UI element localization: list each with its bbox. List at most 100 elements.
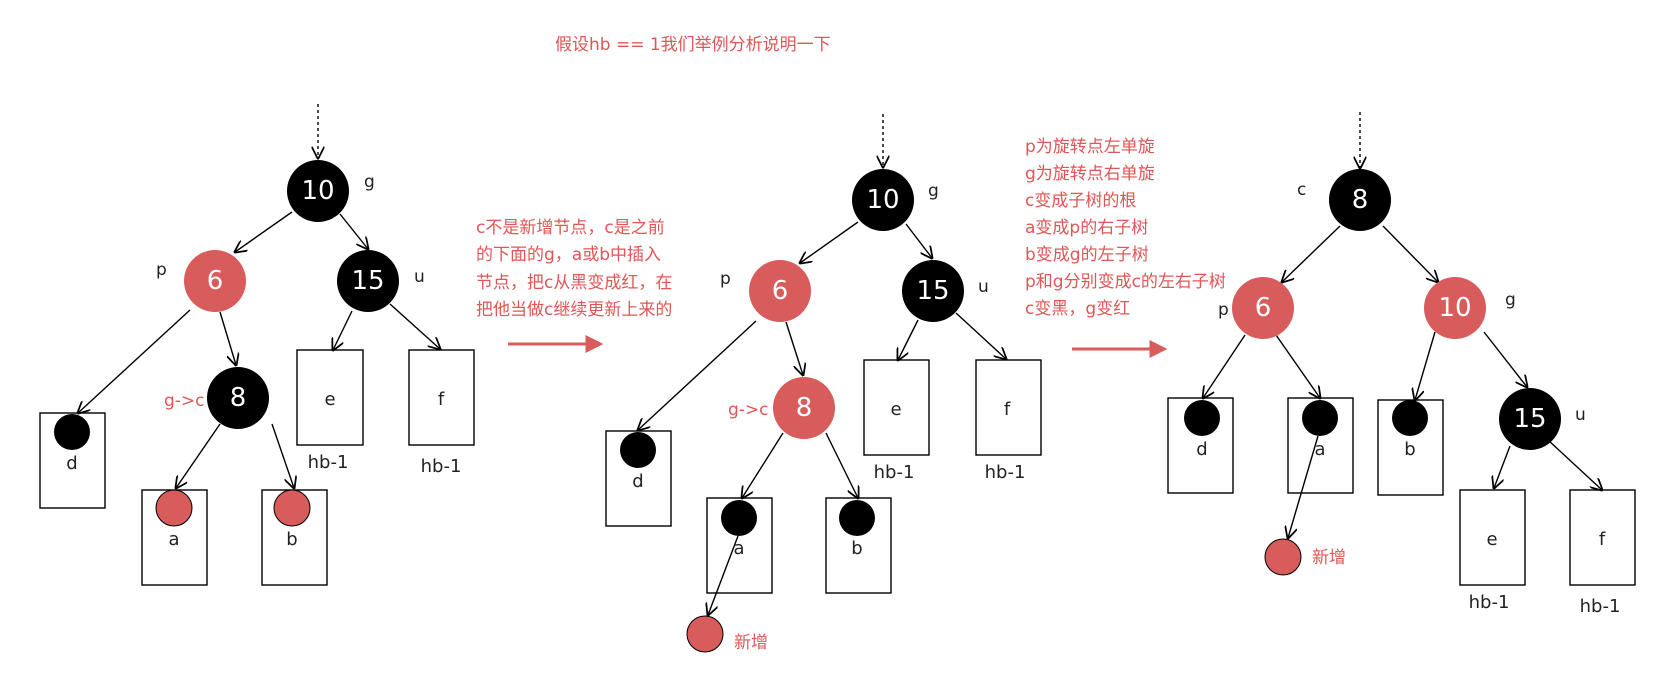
node-6-label: 6 (1255, 293, 1272, 323)
label-e: e (890, 399, 901, 420)
edge-6-8 (785, 321, 803, 375)
subtree-b-box (1377, 399, 1444, 496)
small-node-b (1392, 400, 1428, 436)
label-g: g (1505, 290, 1516, 310)
subtree-a-box (706, 497, 773, 594)
node-6 (1232, 277, 1294, 339)
note-2-line-6: p和g分别变成c的左右子树 (1025, 272, 1226, 292)
edge-8-b (271, 423, 294, 488)
edge-10-6 (235, 211, 293, 252)
edge-6-d (78, 309, 191, 413)
edge-10-6 (800, 221, 859, 263)
node-10-label: 10 (1438, 293, 1471, 323)
edge-15-f (1547, 439, 1602, 490)
label-b: b (851, 538, 862, 559)
subtree-a-box (1287, 397, 1354, 494)
edge-15-f (389, 303, 440, 349)
label-p: p (1218, 300, 1229, 320)
node-10-label: 10 (301, 176, 334, 206)
label-c: c (1297, 180, 1306, 200)
node-6 (184, 250, 246, 312)
note-2: p为旋转点左单旋 g为旋转点右单旋 c变成子树的根 a变成p的右子树 b变成g的… (1025, 137, 1226, 319)
label-d: d (1196, 439, 1207, 460)
node-6-label: 6 (207, 266, 224, 296)
node-8 (207, 367, 269, 429)
subtree-b-box (825, 497, 892, 594)
new-node (686, 615, 724, 653)
node-10 (1424, 277, 1486, 339)
label-g-to-c: g->c (728, 400, 769, 420)
edge-10-b (1415, 331, 1436, 400)
small-node-a (155, 489, 193, 527)
subtree-f-box (1569, 489, 1636, 586)
label-hb-e: hb-1 (1469, 592, 1510, 613)
edge-6-8 (219, 311, 236, 365)
edge-15-e (1494, 445, 1511, 488)
edge-a-new (708, 535, 739, 615)
node-8 (1329, 169, 1391, 231)
node-8-label: 8 (230, 383, 247, 413)
node-6 (749, 260, 811, 322)
label-a: a (168, 529, 179, 550)
label-u: u (978, 277, 989, 297)
note-2-line-7: c变黑，g变红 (1025, 299, 1130, 319)
subtree-e-box (863, 359, 930, 456)
label-f: f (1599, 529, 1606, 550)
node-15 (337, 250, 399, 312)
edge-10-15 (905, 223, 932, 258)
edge-15-e (333, 310, 353, 350)
subtree-f-box (975, 359, 1042, 456)
note-2-line-3: c变成子树的根 (1025, 191, 1136, 211)
label-hb-f: hb-1 (985, 462, 1026, 483)
label-hb-f: hb-1 (1580, 596, 1621, 617)
panel-1-before: 10 6 15 8 g p u g->c d a b e f hb-1 hb-1 (39, 104, 475, 586)
node-8 (773, 377, 835, 439)
node-6-label: 6 (772, 276, 789, 306)
label-a: a (1314, 439, 1325, 460)
label-hb-e: hb-1 (308, 452, 349, 473)
edge-8-a (176, 423, 221, 488)
label-g: g (928, 181, 939, 201)
label-p: p (720, 269, 731, 289)
edge-6-a (1275, 334, 1320, 398)
node-15-label: 15 (1513, 404, 1546, 434)
node-10-label: 10 (866, 185, 899, 215)
label-u: u (414, 267, 425, 287)
edge-6-d (638, 320, 757, 430)
label-new: 新增 (1312, 548, 1346, 568)
subtree-d-box (39, 412, 106, 509)
label-g-to-c: g->c (164, 391, 205, 411)
label-f: f (1004, 399, 1011, 420)
node-8-label: 8 (796, 393, 813, 423)
node-8-label: 8 (1352, 185, 1369, 215)
node-10 (852, 169, 914, 231)
note-2-line-2: g为旋转点右单旋 (1025, 164, 1155, 184)
note-1: c不是新增节点，c是之前 的下面的g，a或b中插入 节点，把c从黑变成红，在 把… (476, 218, 672, 320)
panel-3-after: 8 6 10 15 c p g u d a b e f hb-1 hb-1 新增 (1167, 112, 1636, 617)
label-e: e (324, 389, 335, 410)
new-node (1264, 538, 1302, 576)
subtree-d-box (1167, 397, 1234, 494)
label-d: d (632, 471, 643, 492)
node-15 (1499, 388, 1561, 450)
panel-2-insert: 10 6 15 8 g p u g->c d a b e f hb-1 hb-1… (605, 114, 1042, 653)
node-15-label: 15 (351, 266, 384, 296)
subtree-e-box (1459, 489, 1526, 586)
edge-10-15 (1483, 331, 1527, 387)
edge-8-6 (1282, 225, 1341, 282)
small-node-d (1184, 400, 1220, 436)
label-p: p (156, 260, 167, 280)
small-node-d (54, 414, 90, 450)
edge-15-e (898, 319, 919, 360)
label-hb-f: hb-1 (421, 456, 462, 477)
node-15-label: 15 (916, 276, 949, 306)
edge-8-b (825, 432, 858, 498)
node-15 (902, 260, 964, 322)
label-b: b (1404, 439, 1415, 460)
label-d: d (66, 453, 77, 474)
edge-8-a (742, 432, 784, 498)
small-node-a (721, 500, 757, 536)
edge-10-15 (339, 213, 368, 249)
label-b: b (286, 529, 297, 550)
subtree-d-box (605, 430, 672, 527)
